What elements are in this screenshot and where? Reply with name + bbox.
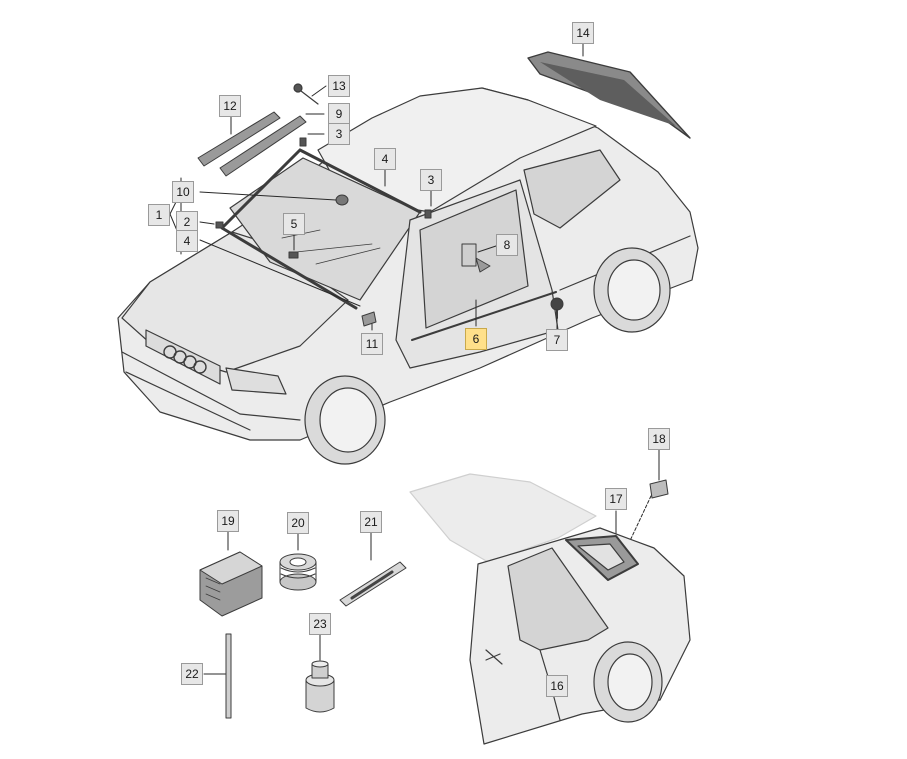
main-car [117, 87, 699, 465]
headlight [225, 367, 287, 395]
callout-17: 17 [605, 488, 627, 510]
callout-2: 2 [176, 211, 198, 233]
rear-quarter-wheel [593, 641, 663, 723]
callout-16: 16 [546, 675, 568, 697]
roof-trim-strip-9 [219, 115, 307, 177]
front-bumper [121, 351, 301, 431]
callout-4-top: 4 [374, 148, 396, 170]
callout-7: 7 [546, 329, 568, 351]
callout-13: 13 [328, 75, 350, 97]
roof-trim-strip-12 [197, 111, 281, 167]
accessory-20-roll [279, 553, 317, 591]
quarter-window-glass [523, 149, 621, 229]
rain-sensor-10 [335, 194, 349, 206]
callout-5: 5 [283, 213, 305, 235]
bracket-2 [215, 221, 224, 229]
accessory-21-pack [339, 561, 407, 607]
screw-13 [293, 83, 319, 105]
callout-9: 9 [328, 103, 350, 125]
clip-11 [361, 311, 377, 327]
accessory-23-cartridge [305, 660, 335, 713]
clip-3-top [299, 137, 307, 147]
rear-handle [485, 653, 501, 661]
callout-8: 8 [496, 234, 518, 256]
callout-19: 19 [217, 510, 239, 532]
bolt-7 [550, 297, 564, 319]
callout-4-left: 4 [176, 230, 198, 252]
accessory-22-rod [225, 633, 232, 719]
callout-6: 6 [465, 328, 487, 350]
callout-12: 12 [219, 95, 241, 117]
callout-20: 20 [287, 512, 309, 534]
callout-1: 1 [148, 204, 170, 226]
door-moulding [411, 291, 557, 341]
clip-3-side [424, 209, 432, 219]
callout-3-top: 3 [328, 123, 350, 145]
callout-10: 10 [172, 181, 194, 203]
callout-22: 22 [181, 663, 203, 685]
callout-11: 11 [361, 333, 383, 355]
callout-18: 18 [648, 428, 670, 450]
quarter-glass-17-inner [577, 543, 625, 571]
rear-window-inner [540, 62, 676, 126]
front-grille [145, 329, 221, 385]
rear-door-glass [507, 547, 609, 651]
mirror-base-5 [288, 251, 299, 259]
roof-panel [409, 473, 597, 563]
accessory-19-box [199, 551, 263, 617]
callout-21: 21 [360, 511, 382, 533]
callout-14: 14 [572, 22, 594, 44]
grille-rings [163, 345, 207, 374]
hinge-8 [461, 243, 491, 273]
rear-quarter-view [409, 473, 691, 745]
callout-3-side: 3 [420, 169, 442, 191]
front-wheel [304, 375, 386, 465]
callout-23: 23 [309, 613, 331, 635]
rear-wheel [593, 247, 671, 333]
adhesive-block-18 [649, 479, 669, 499]
